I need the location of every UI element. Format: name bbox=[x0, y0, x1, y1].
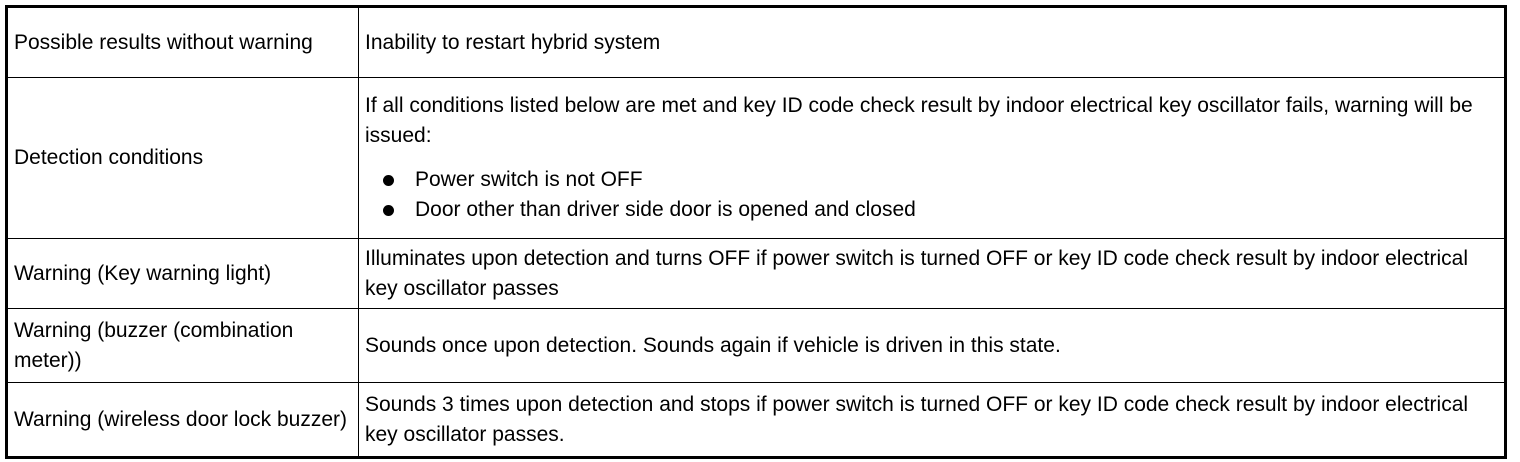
table-row-key-warning-light: Warning (Key warning light) Illuminates … bbox=[6, 238, 1506, 309]
list-item: Power switch is not OFF bbox=[365, 165, 1498, 195]
table-row-combination-meter-buzzer: Warning (buzzer (combination meter)) Sou… bbox=[6, 308, 1506, 383]
table-row-detection-conditions: Detection conditions If all conditions l… bbox=[6, 77, 1506, 239]
list-item: Door other than driver side door is open… bbox=[365, 195, 1498, 225]
condition-list: Power switch is not OFF Door other than … bbox=[365, 165, 1498, 225]
row-value: Sounds 3 times upon detection and stops … bbox=[358, 382, 1506, 458]
row-label: Warning (buzzer (combination meter)) bbox=[6, 308, 359, 383]
row-label: Warning (wireless door lock buzzer) bbox=[6, 382, 359, 458]
row-value: Sounds once upon detection. Sounds again… bbox=[358, 308, 1506, 383]
bullet-icon bbox=[383, 205, 394, 216]
row-label: Detection conditions bbox=[6, 77, 359, 239]
row-value: If all conditions listed below are met a… bbox=[358, 77, 1506, 239]
row-label: Warning (Key warning light) bbox=[6, 238, 359, 309]
table-row-wireless-door-lock-buzzer: Warning (wireless door lock buzzer) Soun… bbox=[6, 382, 1506, 458]
bullet-icon bbox=[383, 175, 394, 186]
warning-spec-table: Possible results without warning Inabili… bbox=[5, 5, 1507, 459]
condition-text: Door other than driver side door is open… bbox=[415, 198, 916, 221]
row-label: Possible results without warning bbox=[6, 6, 359, 78]
detection-intro-text: If all conditions listed below are met a… bbox=[365, 94, 1473, 147]
row-value: Inability to restart hybrid system bbox=[358, 6, 1506, 78]
condition-text: Power switch is not OFF bbox=[415, 168, 643, 191]
table-row-possible-results: Possible results without warning Inabili… bbox=[6, 6, 1506, 78]
row-value: Illuminates upon detection and turns OFF… bbox=[358, 238, 1506, 309]
